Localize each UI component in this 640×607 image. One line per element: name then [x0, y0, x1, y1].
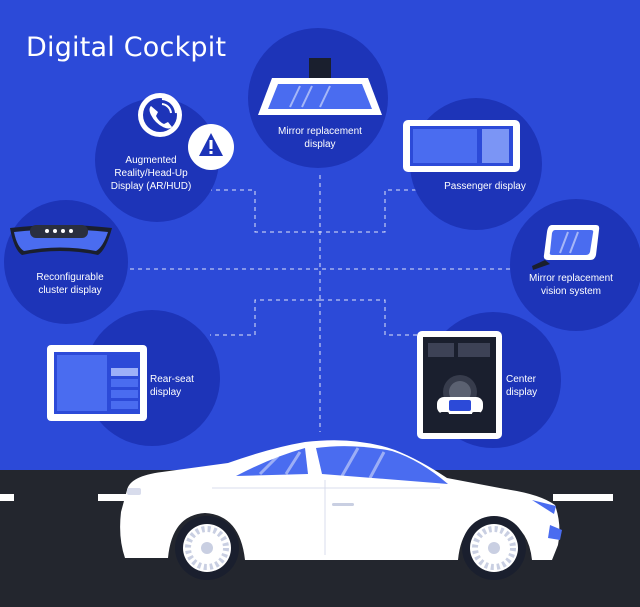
- center-console-icon: [417, 331, 502, 439]
- label-passenger-display: Passenger display: [430, 180, 540, 193]
- warning-icon: [188, 124, 234, 170]
- cluster-display-icon: [10, 225, 112, 255]
- label-vision-system: Mirror replacement vision system: [514, 272, 628, 298]
- lane-markings: [0, 494, 613, 501]
- label-cluster-display: Reconfigurable cluster display: [14, 271, 126, 297]
- label-line: display: [150, 387, 182, 398]
- label-line: Rear-seat: [150, 374, 194, 385]
- label-line: Passenger display: [444, 181, 526, 192]
- label-line: Reality/Head-Up: [114, 168, 188, 179]
- label-mirror-display: Mirror replacement display: [250, 125, 390, 151]
- label-line: vision system: [540, 286, 601, 297]
- label-line: display: [304, 139, 336, 150]
- label-line: Center: [506, 374, 537, 385]
- label-center-display: Center display: [506, 373, 556, 399]
- label-ar-hud: Augmented Reality/Head-Up Display (AR/HU…: [98, 154, 204, 193]
- page-title: Digital Cockpit: [26, 32, 227, 63]
- label-line: Mirror replacement: [278, 126, 362, 137]
- connector-lines: [130, 175, 510, 432]
- label-rear-seat-display: Rear-seat display: [150, 373, 206, 399]
- label-line: display: [506, 387, 538, 398]
- car-icon: [120, 440, 562, 580]
- label-line: cluster display: [38, 285, 102, 296]
- phone-icon: [138, 93, 182, 137]
- label-line: Display (AR/HUD): [110, 181, 192, 192]
- passenger-screen-icon: [403, 120, 520, 172]
- label-line: Mirror replacement: [529, 273, 613, 284]
- rearview-mirror-icon: [258, 58, 382, 115]
- label-line: Augmented: [125, 155, 177, 166]
- side-mirror-icon: [532, 225, 600, 270]
- label-line: Reconfigurable: [36, 272, 104, 283]
- tablet-icon: [47, 345, 147, 421]
